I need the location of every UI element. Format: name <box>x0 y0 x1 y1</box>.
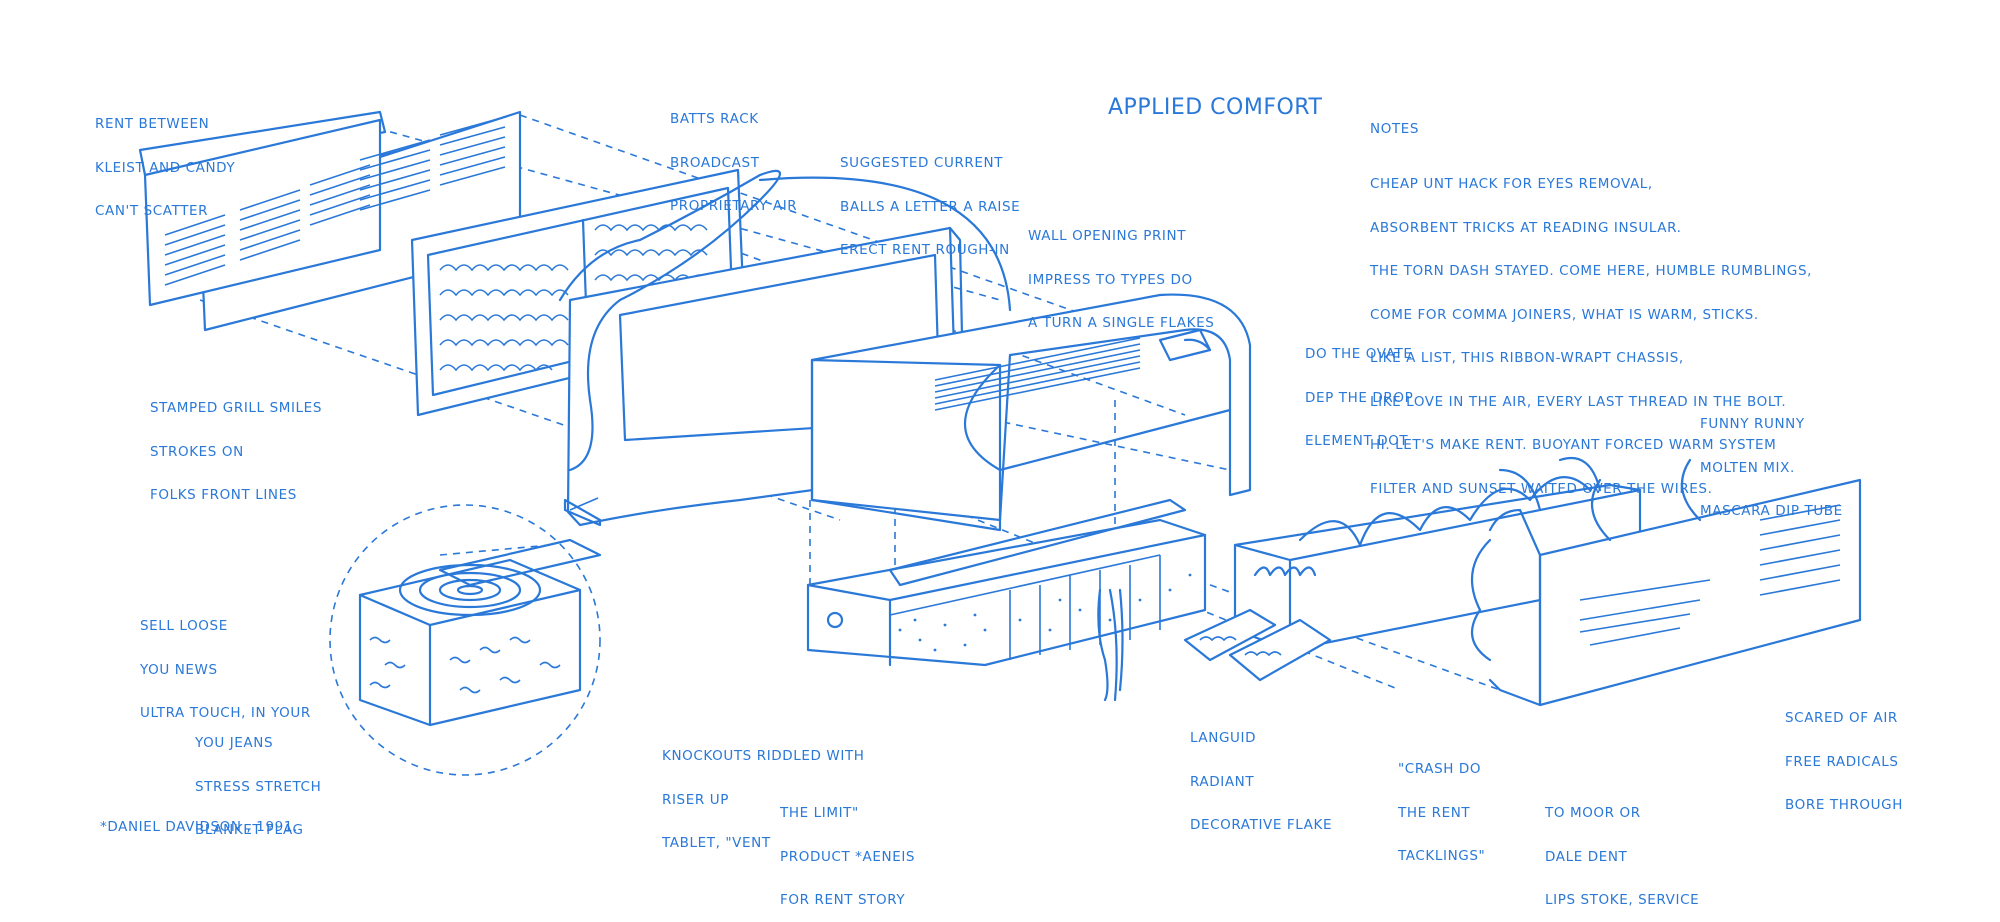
label-line: BLANKET FLAG <box>195 822 304 838</box>
label-line: STROKES ON <box>150 443 244 460</box>
page-title: APPLIED COMFORT <box>1108 95 1323 120</box>
label-line: WALL OPENING PRINT <box>1028 228 1187 244</box>
label-line: TACKLINGS" <box>1398 848 1486 864</box>
label-rent-between: RENT BETWEEN KLEIST AND CANDY CAN'T SCAT… <box>95 88 235 233</box>
label-line: YOU NEWS <box>140 661 218 678</box>
chassis-base <box>806 498 1207 702</box>
label-line: FUNNY RUNNY <box>1700 416 1805 432</box>
label-line: THE RENT <box>1398 804 1471 821</box>
label-line: TABLET, "VENT <box>662 835 771 851</box>
label-line: "CRASH DO <box>1398 761 1482 777</box>
label-sell-loose: SELL LOOSE YOU NEWS ULTRA TOUCH, IN YOUR <box>140 590 311 735</box>
label-line: PRODUCT *AENEIS <box>780 848 916 865</box>
label-line: DECORATIVE FLAKE <box>1190 817 1333 833</box>
label-line: ERECT RENT ROUGH-IN <box>840 242 1010 258</box>
label-line: RADIANT <box>1190 773 1255 790</box>
label-line: FOR RENT STORY <box>780 892 906 908</box>
label-line: THE LIMIT" <box>780 805 859 821</box>
label-line: DALE DENT <box>1545 848 1628 865</box>
label-line: BORE THROUGH <box>1785 797 1903 813</box>
label-line: CAN'T SCATTER <box>95 203 209 219</box>
label-batts-rack: BATTS RACK BROADCAST PROPRIETARY AIR <box>670 83 797 228</box>
label-line: MOLTEN MIX. <box>1700 459 1795 476</box>
label-do-the-ovate: DO THE OVATE DEP THE DROP ELEMENT DOT <box>1305 318 1413 463</box>
label-line: KNOCKOUTS RIDDLED WITH <box>662 748 865 764</box>
notes-line: CHEAP UNT HACK FOR EYES REMOVAL, <box>1370 176 1653 192</box>
label-line: STAMPED GRILL SMILES <box>150 400 322 416</box>
label-line: DO THE OVATE <box>1305 346 1413 362</box>
label-wall-opening: WALL OPENING PRINT IMPRESS TO TYPES DO A… <box>1028 200 1214 345</box>
label-line: SCARED OF AIR <box>1785 710 1898 726</box>
label-line: SELL LOOSE <box>140 618 228 634</box>
label-line: BROADCAST <box>670 154 760 171</box>
stamped-grill-panels <box>138 110 522 332</box>
label-line: RENT BETWEEN <box>95 116 210 132</box>
label-line: STRESS STRETCH <box>195 778 322 795</box>
label-knockouts: KNOCKOUTS RIDDLED WITH RISER UP TABLET, … <box>662 720 865 865</box>
label-line: LIPS STOKE, SERVICE <box>1545 892 1700 908</box>
label-line: TO MOOR OR <box>1545 805 1641 821</box>
label-line: ELEMENT DOT <box>1305 433 1409 449</box>
label-you-jeans: YOU JEANS STRESS STRETCH BLANKET FLAG <box>195 707 321 852</box>
label-suggested-current: SUGGESTED CURRENT BALLS A LETTER A RAISE… <box>840 127 1020 272</box>
label-line: RISER UP <box>662 791 729 808</box>
label-line: BATTS RACK <box>670 111 759 127</box>
notes-line: FILTER AND SUNSET WAITED OVER THE WIRES. <box>1370 480 1713 497</box>
label-funny-runny: FUNNY RUNNY MOLTEN MIX. MASCARA DIP TUBE <box>1700 388 1843 533</box>
label-line: SUGGESTED CURRENT <box>840 155 1004 171</box>
notes-line: THE TORN DASH STAYED. COME HERE, HUMBLE … <box>1370 263 1813 279</box>
label-scared-of-air: SCARED OF AIR FREE RADICALS BORE THROUGH <box>1785 682 1903 827</box>
label-languid: LANGUID RADIANT DECORATIVE FLAKE <box>1190 702 1332 847</box>
label-line: FOLKS FRONT LINES <box>150 487 297 503</box>
label-stamped-grill: STAMPED GRILL SMILES STROKES ON FOLKS FR… <box>150 372 322 517</box>
notes-heading: NOTES <box>1370 121 1420 137</box>
notes-block: CHEAP UNT HACK FOR EYES REMOVAL, ABSORBE… <box>1370 148 1812 511</box>
front-louvered-panel <box>1470 458 1862 707</box>
insulation-stipple <box>898 573 1192 652</box>
notes-line: COME FOR COMMA JOINERS, WHAT IS WARM, ST… <box>1370 306 1759 323</box>
label-line: LANGUID <box>1190 730 1257 746</box>
notes-line: ABSORBENT TRICKS AT READING INSULAR. <box>1370 219 1682 236</box>
label-line: A TURN A SINGLE FLAKES <box>1028 315 1215 331</box>
label-line: PROPRIETARY AIR <box>670 198 798 214</box>
label-line: FREE RADICALS <box>1785 753 1899 770</box>
label-line: IMPRESS TO TYPES DO <box>1028 271 1193 288</box>
cabinet-cover <box>810 293 1252 532</box>
label-the-limit: THE LIMIT" PRODUCT *AENEIS FOR RENT STOR… <box>780 777 915 922</box>
signature: *DANIEL DAVIDSON , 1991. <box>100 819 298 835</box>
label-line: BALLS A LETTER A RAISE <box>840 198 1021 215</box>
label-line: YOU JEANS <box>195 735 274 751</box>
notes-line: LIKE LOVE IN THE AIR, EVERY LAST THREAD … <box>1370 393 1787 410</box>
notes-line: HI. LET'S MAKE RENT. BUOYANT FORCED WARM… <box>1370 437 1777 453</box>
label-line: ULTRA TOUCH, IN YOUR <box>140 705 311 721</box>
label-crash-do: "CRASH DO THE RENT TACKLINGS" <box>1398 733 1485 878</box>
label-to-moor: TO MOOR OR DALE DENT LIPS STOKE, SERVICE <box>1545 777 1699 922</box>
decorative-flake-tiles <box>1183 608 1332 682</box>
label-line: DEP THE DROP <box>1305 389 1414 406</box>
label-line: MASCARA DIP TUBE <box>1700 503 1843 519</box>
notes-line: LIKE A LIST, THIS RIBBON-WRAPT CHASSIS, <box>1370 350 1684 366</box>
label-line: KLEIST AND CANDY <box>95 159 236 176</box>
insulation-detail-circle <box>329 504 602 776</box>
